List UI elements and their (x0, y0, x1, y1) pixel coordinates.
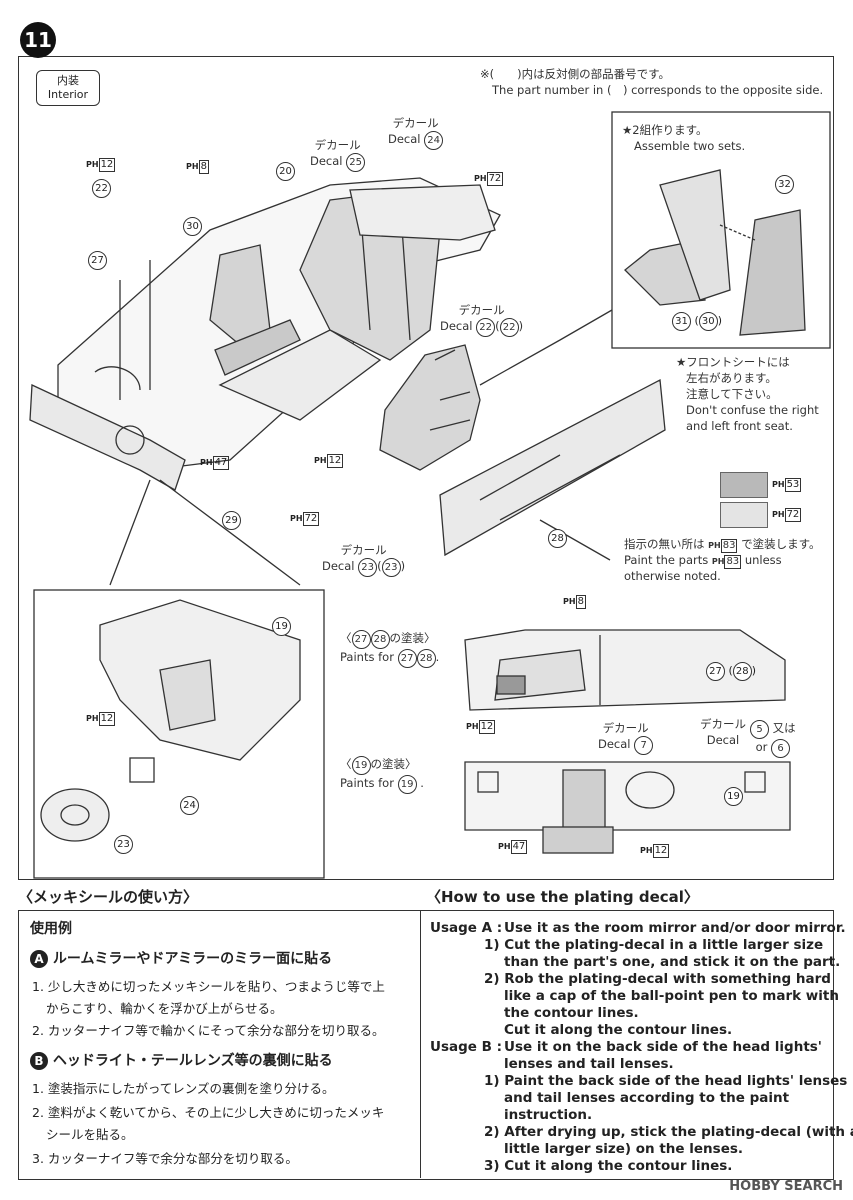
part-23: 23 (114, 832, 133, 854)
front-seat-en2: and left front seat. (686, 419, 793, 433)
part-20: 20 (276, 159, 295, 181)
jp-b-title: B ヘッドライト・テールレンズ等の裏側に貼る (30, 1050, 333, 1070)
jp-a1b: からこすり、輪かくを浮かび上がらせる。 (46, 1001, 283, 1016)
front-seat-en1: Don't confuse the right (686, 403, 819, 417)
jp-a1a: 1. 少し大きめに切ったメッキシールを貼り、つまようじ等で上 (32, 979, 385, 994)
watermark: HOBBY SEARCH (729, 1179, 843, 1194)
en-b-label: Usage B : (430, 1039, 503, 1055)
swatch-53 (720, 472, 768, 498)
en-a1a: 1) Cut the plating-decal in a little lar… (484, 937, 824, 953)
en-b2b: little larger size) on the lenses. (504, 1141, 744, 1157)
jp-b3: 3. カッターナイフ等で余分な部分を切り取る。 (32, 1151, 298, 1166)
en-b1b: and tail lenses according to the paint (504, 1090, 790, 1106)
front-seat-jp1: ★フロントシートには (676, 355, 790, 369)
jp-b2b: シールを貼る。 (46, 1127, 134, 1142)
plating-frame (18, 910, 834, 1180)
jp-a2: 2. カッターナイフ等で輪かくにそって余分な部分を切り取る。 (32, 1023, 385, 1038)
en-a-title: Use it as the room mirror and/or door mi… (504, 920, 846, 936)
jp-b2a: 2. 塗料がよく乾いてから、その上に少し大きめに切ったメッキ (32, 1105, 385, 1120)
step-badge: 11 (20, 22, 56, 58)
en-a-label: Usage A : (430, 920, 503, 936)
en-b3: 3) Cut it along the contour lines. (484, 1158, 733, 1174)
note-top-jp: ※( )内は反対側の部品番号です。 (480, 67, 670, 81)
part-32: 32 (775, 172, 794, 194)
part-29: 29 (222, 508, 241, 530)
plating-heading-jp: 〈メッキシールの使い方〉 (18, 888, 199, 906)
en-b-title2: lenses and tail lenses. (504, 1056, 674, 1072)
section-label-jp: 内装 (57, 74, 79, 87)
note-top-en: The part number in ( ) corresponds to th… (492, 83, 824, 97)
part-24-a: 24 (180, 793, 199, 815)
en-a2a: 2) Rob the plating-decal with something … (484, 971, 831, 987)
plating-heading-en: 〈How to use the plating decal〉 (426, 888, 699, 906)
en-b2a: 2) After drying up, stick the plating-de… (484, 1124, 853, 1140)
part-28: 28 (548, 526, 567, 548)
part-19-a: 19 (272, 614, 291, 636)
en-b1c: instruction. (504, 1107, 593, 1123)
en-a2c: the contour lines. (504, 1005, 639, 1021)
inset-note-jp: ★2組作ります。 (622, 123, 708, 137)
swatch-72 (720, 502, 768, 528)
section-label: 内装 Interior (36, 70, 100, 106)
part-19-b: 19 (724, 784, 743, 806)
jp-usage-label: 使用例 (30, 921, 72, 937)
part-27-28: 27 (28) (706, 662, 756, 681)
part-22-a: 22 (92, 176, 111, 198)
part-27: 27 (88, 248, 107, 270)
paint-note-en2: otherwise noted. (624, 569, 721, 583)
front-seat-jp2: 左右があります。 (686, 371, 777, 385)
section-label-en: Interior (47, 88, 89, 101)
diagram-frame (18, 56, 834, 880)
en-a2b: like a cap of the ball-point pen to mark… (504, 988, 839, 1004)
en-b-title: Use it on the back side of the head ligh… (504, 1039, 822, 1055)
plating-divider (420, 910, 421, 1178)
en-b1a: 1) Paint the back side of the head light… (484, 1073, 848, 1089)
jp-a-title: A ルームミラーやドアミラーのミラー面に貼る (30, 948, 332, 968)
part-31-30: 31 (30) (672, 312, 722, 331)
en-a1b: than the part's one, and stick it on the… (504, 954, 841, 970)
part-30: 30 (183, 214, 202, 236)
jp-b1: 1. 塗装指示にしたがってレンズの裏側を塗り分ける。 (32, 1081, 335, 1096)
en-a3: Cut it along the contour lines. (504, 1022, 733, 1038)
inset-note-en: Assemble two sets. (634, 139, 746, 153)
front-seat-jp3: 注意して下さい。 (686, 387, 778, 401)
